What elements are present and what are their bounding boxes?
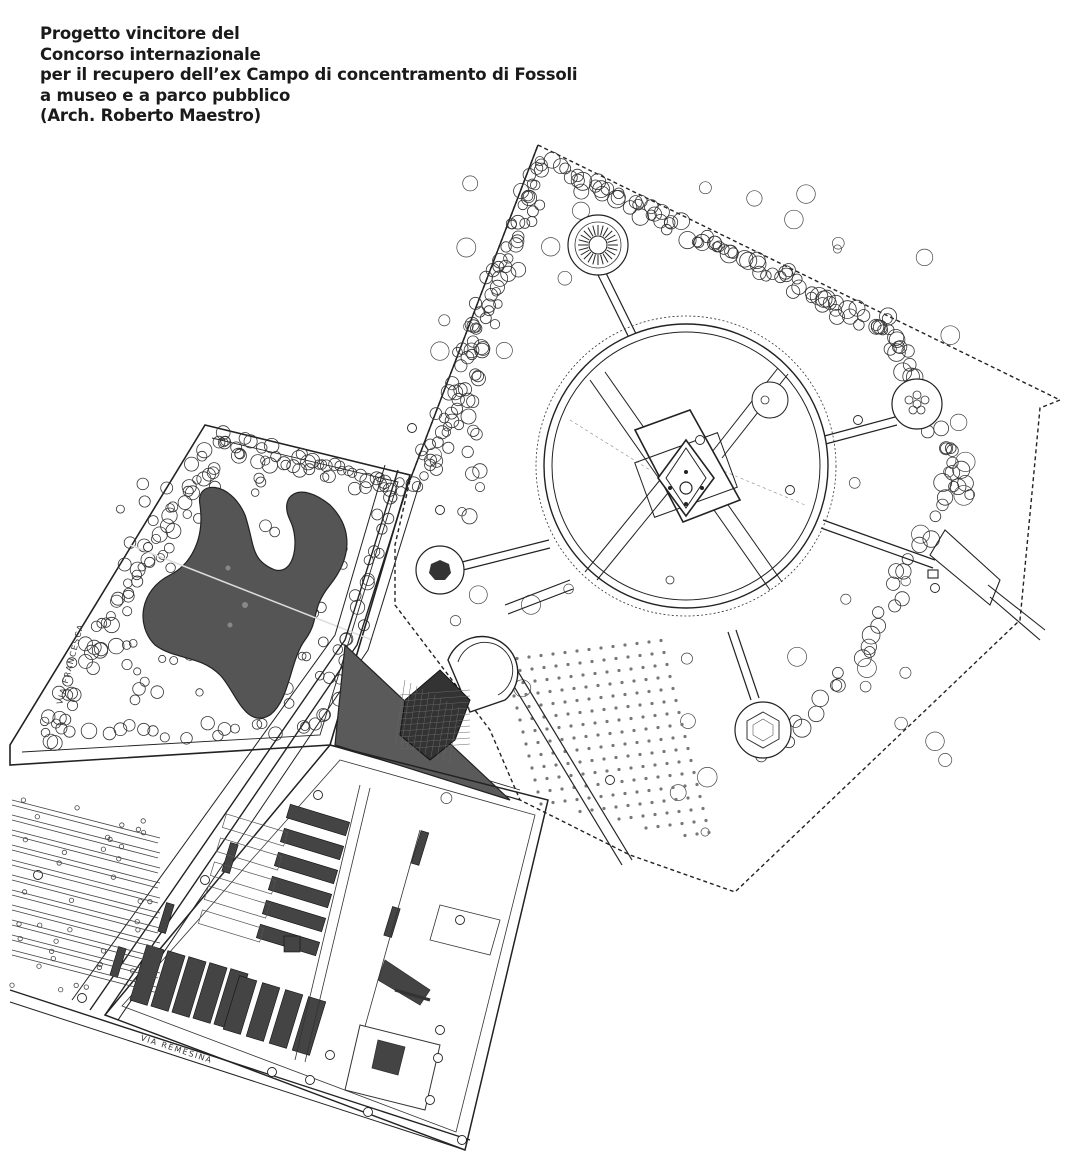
monument-north — [567, 214, 629, 276]
park-tree-rows — [405, 151, 975, 763]
caption-line-4: a museo e a parco pubblico — [40, 85, 291, 105]
caption-line-3: per il recupero dell’ex Campo di concent… — [40, 65, 578, 84]
lake-parcel: VIA FRANCESCA — [9, 424, 412, 766]
east-gate — [927, 529, 1046, 641]
park-boundary — [394, 144, 1062, 893]
monument-south — [734, 701, 792, 759]
monument-west — [415, 545, 465, 595]
entrance-pavilion — [447, 635, 519, 713]
barracks-footprints — [197, 813, 289, 943]
camp-internal-paths — [294, 784, 501, 1111]
camp-markers — [33, 415, 940, 1145]
radial-paths — [461, 272, 936, 866]
caption-line-2: Concorso internazionale — [40, 44, 261, 64]
west-orchard-strip — [9, 797, 161, 995]
caption: Progetto vincitore del Concorso internaz… — [40, 24, 578, 127]
central-circle — [535, 315, 837, 617]
museum-building — [399, 669, 471, 761]
orchard-grid — [503, 638, 711, 838]
street-label-via-remesina: VIA REMESINA — [139, 1033, 213, 1065]
caption-line-5: (Arch. Roberto Maestro) — [40, 106, 262, 125]
memorial-park — [394, 144, 1062, 893]
caption-line-1: Progetto vincitore del — [40, 24, 240, 43]
monument-east — [891, 378, 943, 430]
entrance-plaza — [334, 643, 511, 801]
